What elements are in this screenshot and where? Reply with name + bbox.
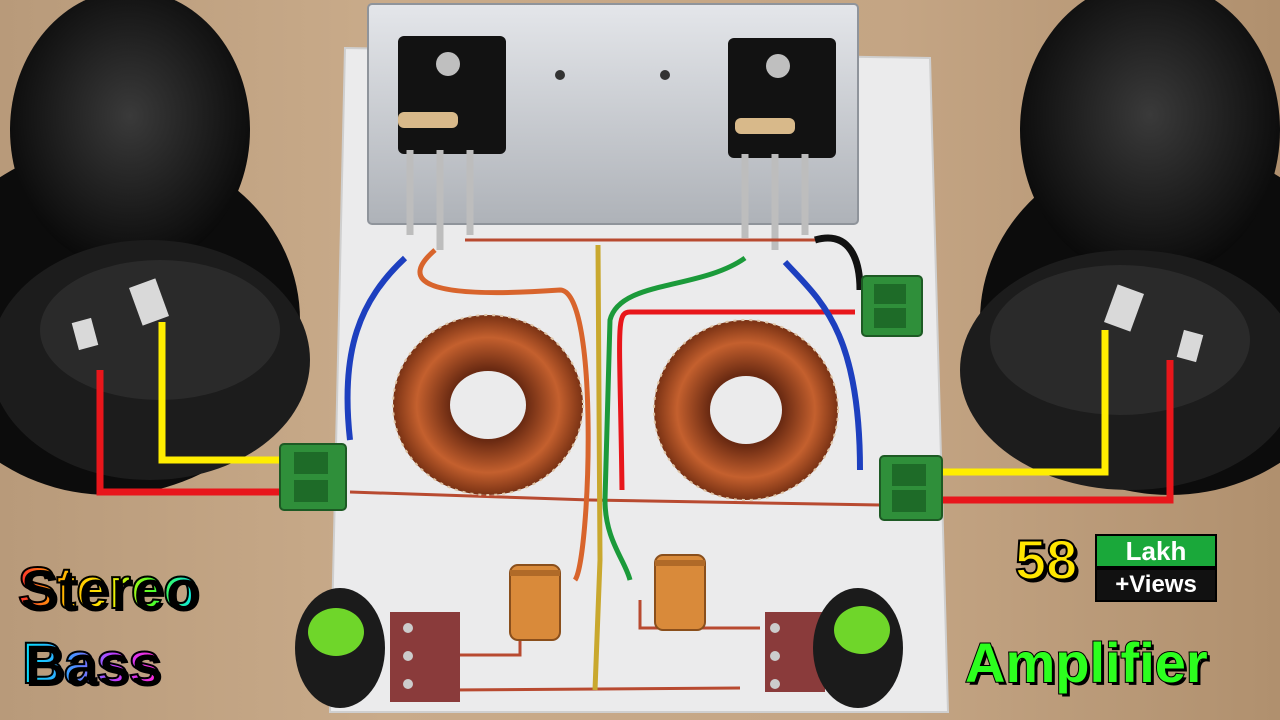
left-speaker-icon [0, 0, 310, 495]
transistor-left-icon [398, 36, 506, 250]
terminal-block-right-icon [879, 455, 943, 521]
wire-blue-right [782, 259, 863, 471]
wire-green-center [602, 255, 747, 581]
views-number: 58 [1014, 528, 1078, 591]
toroid-coil-right-icon [653, 319, 839, 501]
right-speaker-icon [960, 0, 1280, 495]
wire-yellow-left-speaker [158, 322, 290, 464]
wire-yellow-right-speaker [940, 330, 1109, 476]
toroid-coil-left-icon [392, 314, 584, 496]
views-suffix: +Views [1095, 568, 1217, 602]
wire-black-right [814, 234, 864, 291]
wire-blue-left [344, 255, 408, 441]
wire-orange-left [417, 248, 591, 582]
title-stereo: Stereo [17, 555, 200, 622]
wire-yellow-center [592, 244, 603, 691]
potentiometer-right-icon [765, 588, 903, 708]
capacitor-right-icon [654, 554, 706, 631]
wire-red-left-speaker [96, 370, 290, 496]
views-badge: 58 Lakh +Views [1014, 528, 1217, 602]
title-bass: Bass [21, 630, 162, 697]
capacitor-left-icon [509, 564, 561, 641]
terminal-block-left-icon [279, 443, 347, 511]
views-unit: Lakh [1095, 534, 1217, 568]
transistor-right-icon [728, 38, 836, 250]
wire-red-right-speaker [940, 360, 1174, 504]
potentiometer-left-icon [295, 588, 460, 708]
wire-red-center [617, 309, 855, 491]
title-amplifier: Amplifier [964, 630, 1209, 695]
terminal-block-right-top-icon [861, 275, 923, 337]
